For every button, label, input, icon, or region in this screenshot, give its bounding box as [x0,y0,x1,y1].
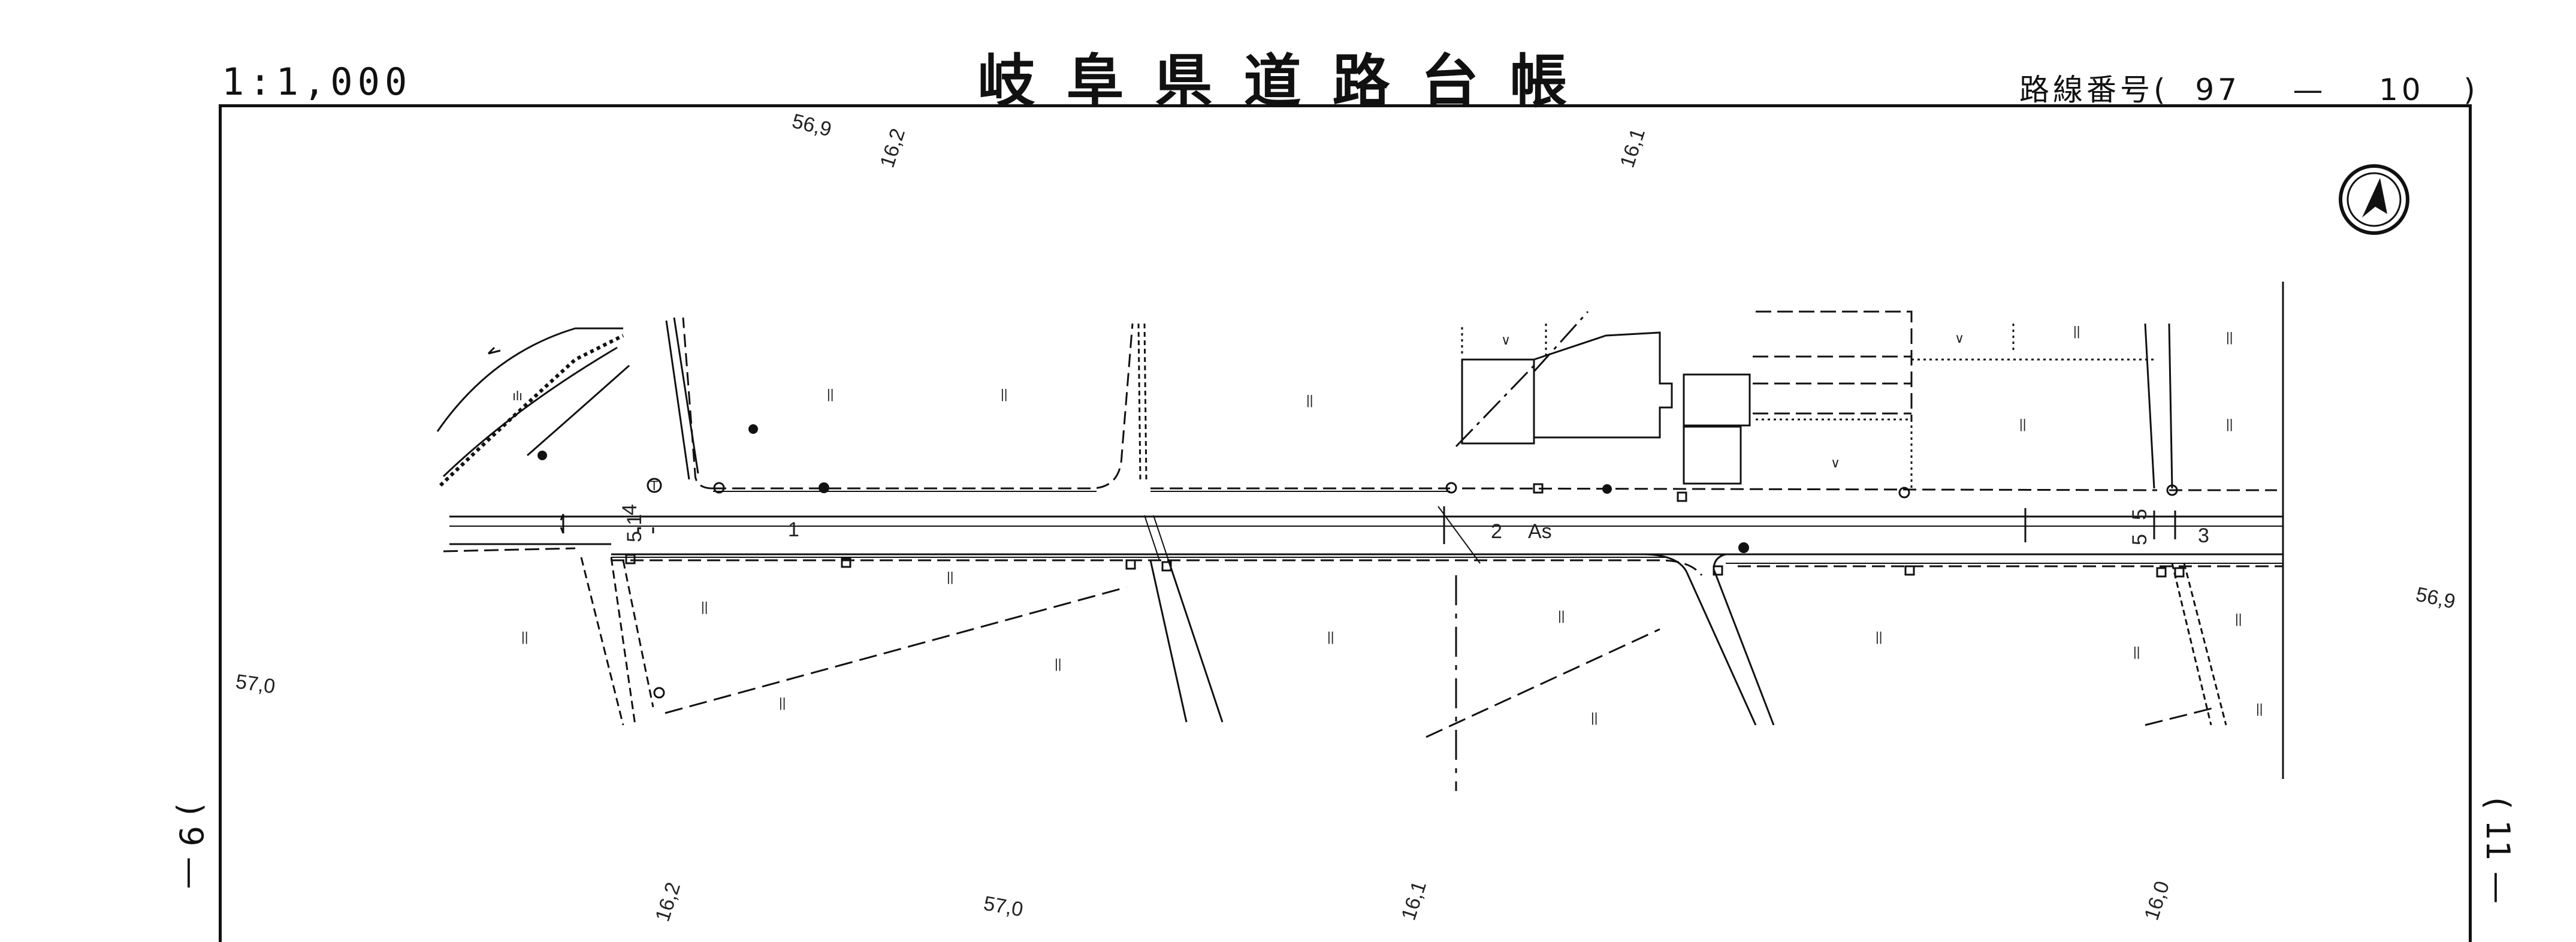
sheet-mark-left: ) 9 — [172,803,210,889]
landuse-field: || [1306,393,1313,407]
station-label-3: 3 [2198,524,2209,547]
side-road-3 [2171,563,2227,726]
landuse-paddy: ∨ [1501,333,1511,348]
station-label-1: 1 [788,518,799,541]
curb-top [682,317,2277,491]
landuse-field: || [701,599,708,614]
side-road-2 [1149,560,1224,723]
page-title: 岐阜県道路台帳 [977,48,1599,115]
landuse-field: || [1591,710,1597,725]
landuse-paddy: ∨ [1831,455,1840,470]
road-width-label-b: 5.1 [623,514,646,542]
route-section: 10 [2379,73,2424,107]
building-2 [1533,331,1673,439]
route-number: 路線番号( 97 — 10 ) [2019,73,2479,107]
road-width-label-d: 5 [2128,534,2151,545]
curb-bottom [611,559,2283,576]
sheet-mark-right: ( 11 — [2479,797,2517,904]
landuse-field: || [2235,611,2242,626]
landuse-field: || [1001,387,1007,401]
landuse-field: || [779,695,786,710]
side-road-1 [665,317,699,480]
contour-label-bottom-1: 16,2 [651,880,685,925]
route-id: 97 [2195,73,2240,107]
building-4 [1683,425,1742,485]
landuse-field: || [2226,416,2233,431]
left-slope [580,557,654,726]
route-label: 路線番号 [2019,73,2154,107]
station-label-2: 2 [1491,520,1502,543]
north-arrow-icon [2339,164,2409,235]
contour-label-top-3: 16,1 [1615,126,1650,171]
telephone-mark: T [650,478,658,493]
contour-label-right: 56,9 [2414,583,2457,614]
map-frame [219,104,2472,942]
landuse-field: || [1876,629,1882,644]
landuse-field: || [947,569,953,584]
contour-label-top-1: 56,9 [790,110,833,141]
building-3 [1683,373,1751,427]
road-surface-label: As [1528,520,1552,543]
greenhouse [1753,310,1913,419]
landuse-field: || [2256,701,2263,716]
contour-label-bottom-2: 57,0 [982,892,1025,921]
road-width-label-c: 5 [2128,509,2151,520]
contour-label-left: 57,0 [234,670,277,698]
landuse-field: || [2073,324,2080,339]
map-scale: 1:1,000 [222,60,412,104]
landuse-field: || [521,629,528,644]
landuse-field: || [1558,608,1565,623]
contour-label-bottom-3: 16,1 [1397,878,1431,923]
contour-label-top-2: 16,2 [875,126,910,171]
landuse-field: || [1327,629,1334,644]
landuse-field: || [1055,656,1061,671]
building-1 [1461,358,1535,445]
embankment [436,327,623,432]
landuse-field: || [2226,330,2233,345]
landuse-field: || [827,387,833,401]
road-width-label-a: 4 [618,504,641,515]
landuse-field: || [2133,644,2140,659]
contour-label-bottom-4: 16,0 [2140,878,2174,923]
landuse-paddy: ∨ [1955,331,1964,346]
landuse-orchard: ılı [512,388,523,403]
landuse-field: || [2019,416,2026,431]
